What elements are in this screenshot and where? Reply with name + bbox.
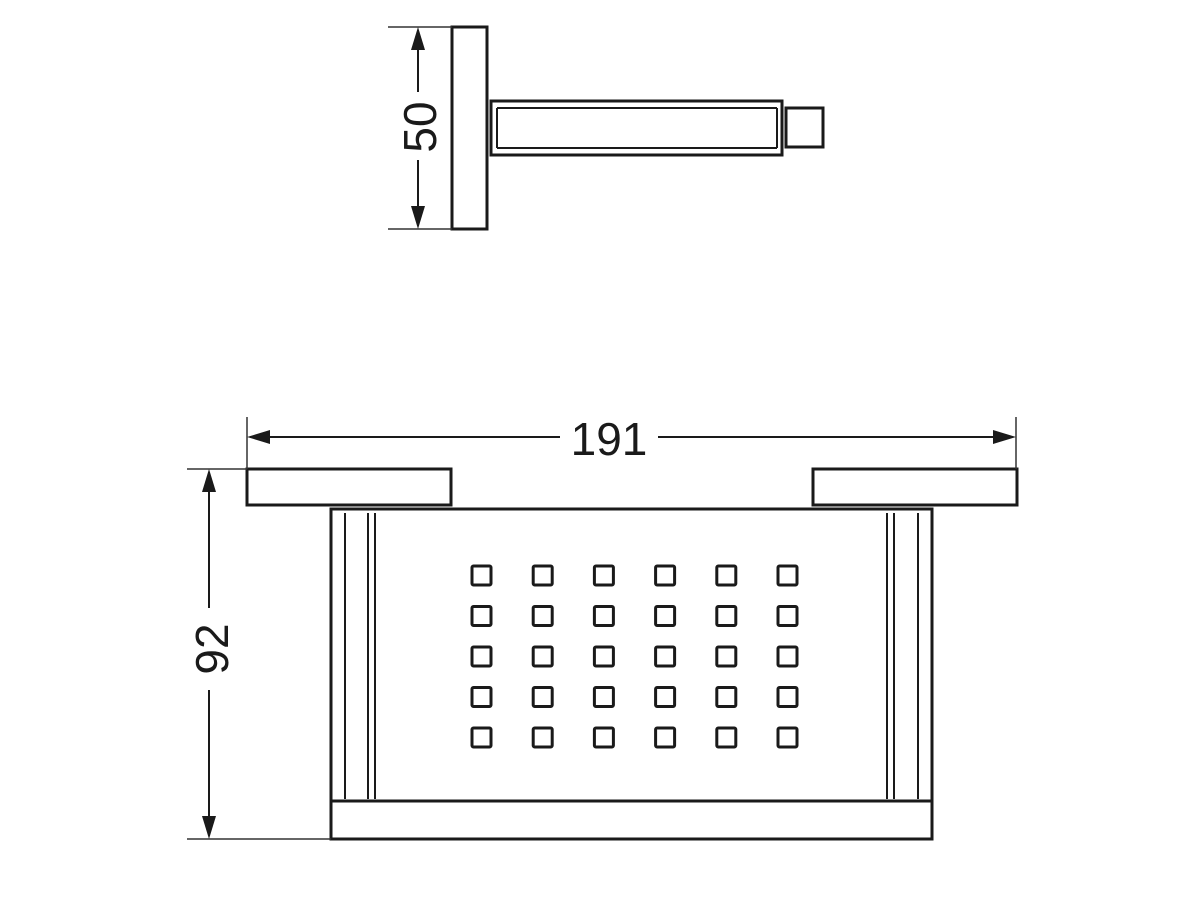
drain-hole [592,686,615,708]
dim-50-label: 50 [394,101,446,152]
drain-hole [654,605,677,627]
side-view: 50 [388,25,825,231]
dim-92-label: 92 [186,623,238,674]
drain-hole [470,605,493,627]
side-wall-plate [450,25,489,231]
side-arm [489,99,784,157]
drain-hole [470,726,493,749]
drain-hole [470,686,493,708]
drain-hole-grid [470,564,799,749]
drain-hole [531,645,554,668]
drain-hole [592,605,615,627]
drain-hole [470,645,493,668]
drain-hole [470,564,493,587]
left-mount-plate [245,467,453,507]
drain-hole [715,726,738,749]
right-mount-plate [811,467,1019,507]
drain-hole [531,605,554,627]
drain-hole [531,726,554,749]
dim-50-arrow-top [411,27,425,50]
drain-hole [592,726,615,749]
drain-hole [592,564,615,587]
drain-hole [776,564,799,587]
dim-92-arrow-top [202,469,216,492]
drain-hole [715,605,738,627]
side-end-cap [784,106,825,149]
drain-hole [531,564,554,587]
drain-hole [776,726,799,749]
basket-frame [329,507,934,841]
drain-hole [654,564,677,587]
drain-hole [715,686,738,708]
drain-hole [654,645,677,668]
dim-50-arrow-bottom [411,206,425,229]
dim-191-label: 191 [571,413,648,465]
dim-191-arrow-right [993,430,1016,444]
drain-hole [531,686,554,708]
dim-191-arrow-left [247,430,270,444]
drain-hole [776,645,799,668]
front-view: 191 92 [186,413,1019,841]
drain-hole [654,686,677,708]
drain-hole [776,686,799,708]
drain-hole [715,645,738,668]
drain-hole [654,726,677,749]
drain-hole [592,645,615,668]
drain-hole [715,564,738,587]
dim-92-arrow-bottom [202,816,216,839]
drain-hole [776,605,799,627]
